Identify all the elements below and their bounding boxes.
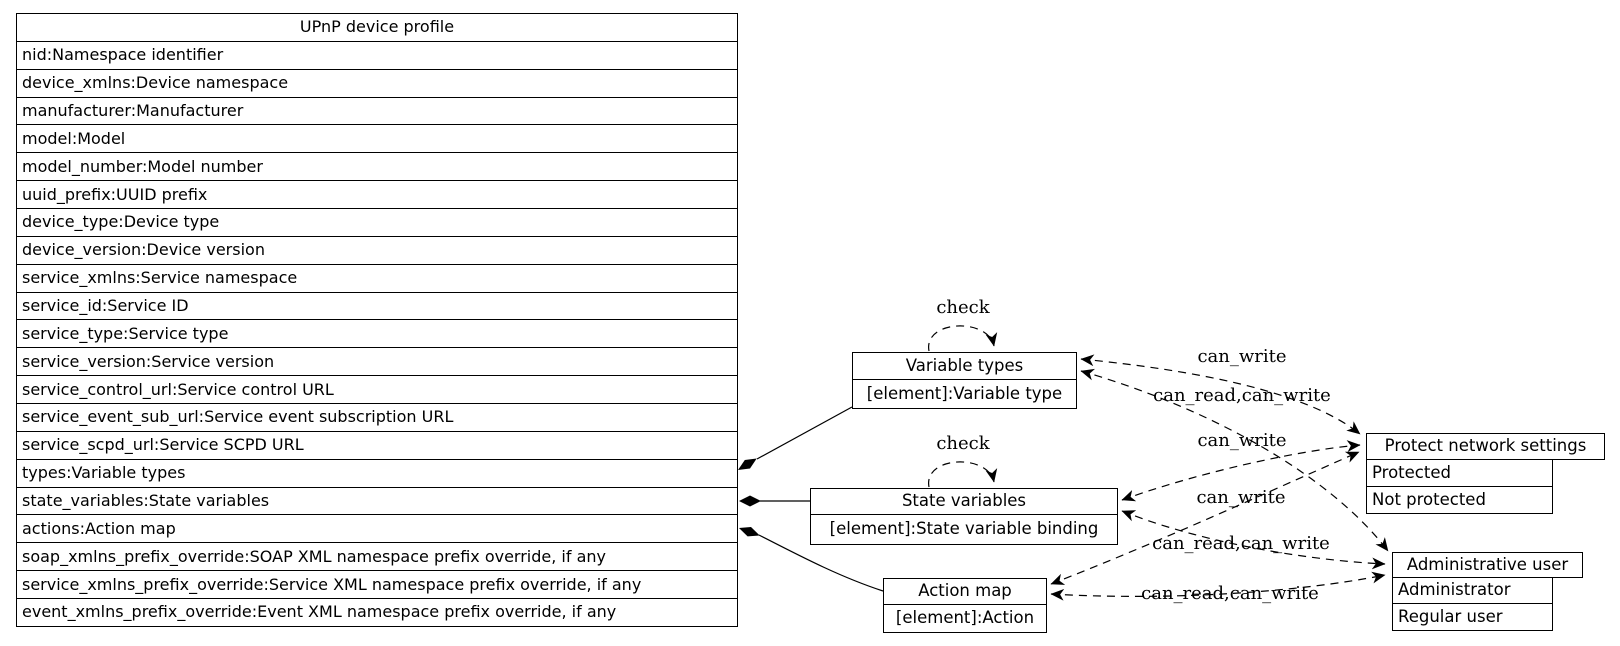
- table-row: service_version:Service version: [17, 348, 737, 377]
- composition-diamonds: [738, 458, 761, 537]
- composition-diamond-state-variables: [739, 495, 761, 507]
- table-row: service_id:Service ID: [17, 293, 737, 321]
- table-row: service_type:Service type: [17, 320, 737, 349]
- edge-state-variables-protect-can-write: [1121, 440, 1361, 502]
- check-label-variable-types: check: [936, 297, 990, 318]
- can-write-label-3: can_write: [1196, 487, 1285, 508]
- can-write-label-1: can_write: [1197, 346, 1286, 367]
- variable-types-element-row: [element]:Variable type: [852, 378, 1077, 409]
- action-map-element-row: [element]:Action: [883, 603, 1047, 633]
- composition-edge-types-variable-types: [756, 406, 853, 460]
- table-row: device_xmlns:Device namespace: [17, 70, 737, 98]
- edge-action-map-admin-can-read-write: [1050, 571, 1386, 601]
- table-row: service_control_url:Service control URL: [17, 376, 737, 405]
- administrative-user-row-administrator: Administrator: [1392, 576, 1553, 605]
- table-row: service_xmlns:Service namespace: [17, 265, 737, 293]
- protect-network-settings-header: Protect network settings: [1366, 433, 1605, 460]
- check-label-state-variables: check: [936, 433, 990, 454]
- edge-variable-types-admin-can-read-write: [1080, 368, 1389, 552]
- table-row: event_xmlns_prefix_override:Event XML na…: [22, 602, 617, 622]
- state-variables-element-row: [element]:State variable binding: [810, 513, 1118, 545]
- upnp-device-profile-table: UPnP device profile nid:Namespace identi…: [16, 13, 738, 627]
- can-read-can-write-label-3: can_read,can_write: [1141, 583, 1319, 604]
- table-row: model:Model: [17, 125, 737, 154]
- table-title: UPnP device profile: [17, 14, 737, 42]
- state-variables-header: State variables: [810, 488, 1118, 515]
- can-read-can-write-label-1: can_read,can_write: [1153, 385, 1331, 406]
- can-write-label-2: can_write: [1197, 430, 1286, 451]
- table-row: types:Variable types: [17, 460, 737, 488]
- administrative-user-header: Administrative user: [1392, 552, 1583, 578]
- edge-labels: check check can_write can_read,can_write…: [936, 297, 1331, 604]
- edge-state-variables-admin-can-read-write: [1121, 510, 1386, 570]
- action-map-header: Action map: [883, 578, 1047, 605]
- protect-network-settings-row-not-protected: Not protected: [1366, 485, 1553, 514]
- administrative-user-row-regular-user: Regular user: [1392, 603, 1553, 631]
- table-row: state_variables:State variables: [17, 488, 737, 516]
- edge-variable-types-protect-can-write: [1080, 354, 1361, 435]
- table-row: service_event_sub_url:Service event subs…: [17, 404, 737, 432]
- table-row: uuid_prefix:UUID prefix: [17, 181, 737, 210]
- table-row: service_xmlns_prefix_override:Service XM…: [17, 571, 737, 600]
- table-row: device_type:Device type: [17, 209, 737, 237]
- table-row: device_version:Device version: [17, 237, 737, 265]
- table-row: nid:Namespace identifier: [17, 42, 737, 70]
- protect-network-settings-row-protected: Protected: [1366, 458, 1553, 487]
- composition-diamond-types: [738, 458, 757, 470]
- check-loop-state-variables: [928, 461, 998, 488]
- table-row: model_number:Model number: [17, 153, 737, 182]
- table-row: service_scpd_url:Service SCPD URL: [17, 432, 737, 460]
- table-row: manufacturer:Manufacturer: [17, 98, 737, 126]
- table-row: soap_xmlns_prefix_override:SOAP XML name…: [17, 543, 737, 572]
- table-row: actions:Action map: [17, 515, 737, 544]
- variable-types-header: Variable types: [852, 352, 1077, 380]
- dependency-edges: [1050, 354, 1389, 601]
- composition-diamond-actions: [739, 527, 760, 537]
- check-loop-variable-types: [928, 325, 998, 352]
- can-read-can-write-label-2: can_read,can_write: [1152, 533, 1330, 554]
